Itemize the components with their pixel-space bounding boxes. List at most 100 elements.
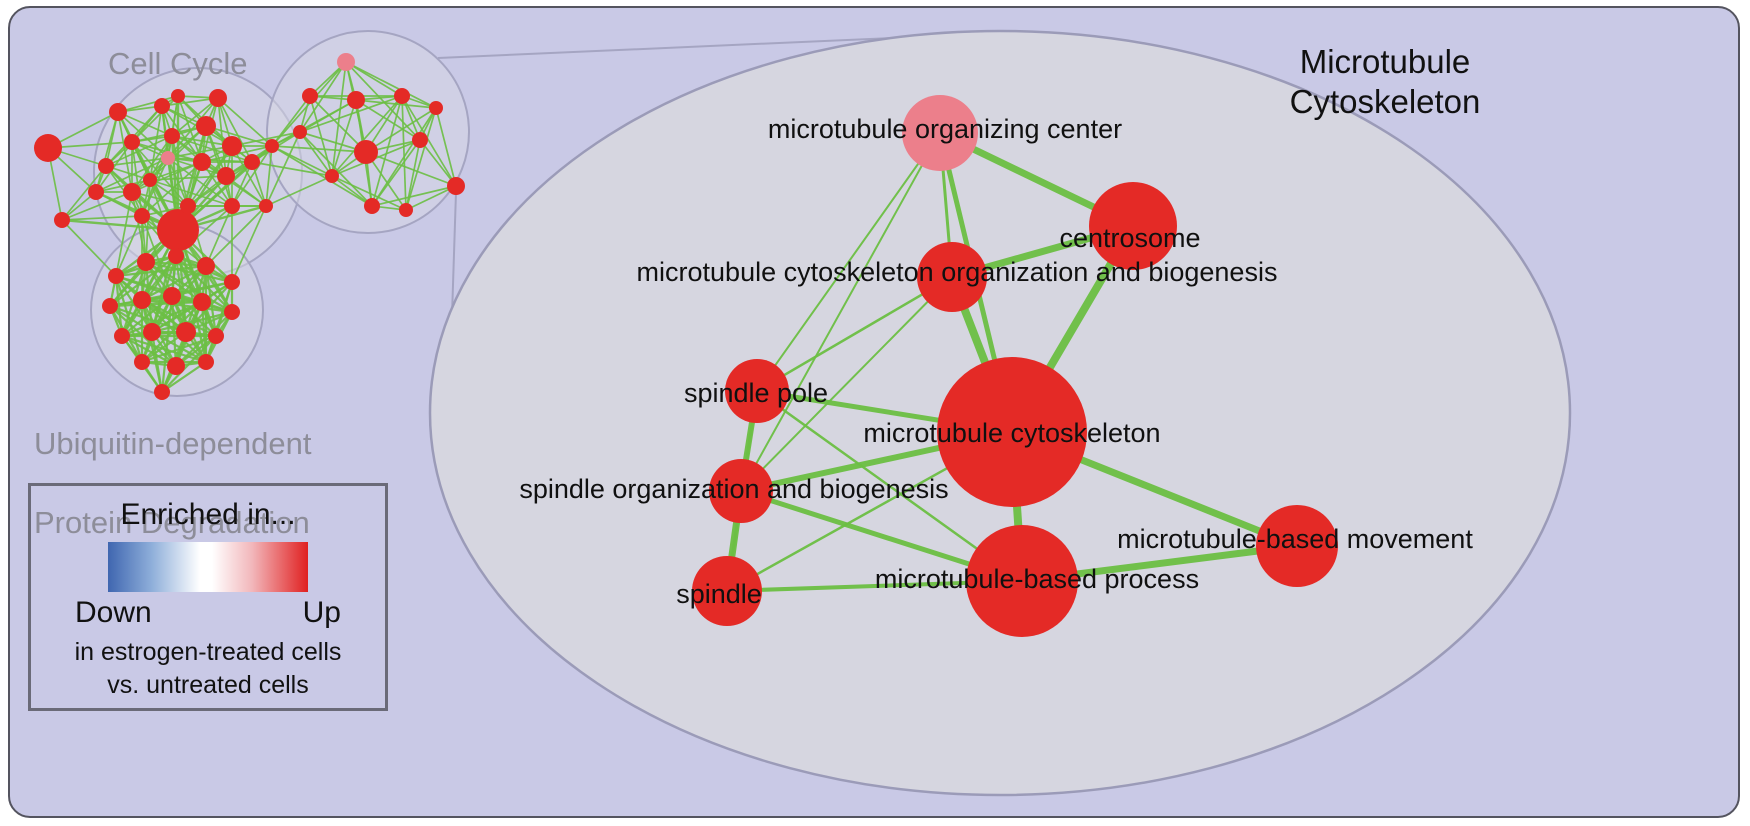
mini-edge: [231, 205, 267, 283]
mini-edge: [371, 185, 457, 207]
mini-node: [88, 184, 104, 200]
hub-node: [157, 209, 199, 251]
node-mt_movement: [1256, 505, 1338, 587]
mini-node: [354, 140, 378, 164]
mini-edge: [271, 145, 333, 177]
mini-edge: [205, 205, 267, 267]
legend-caption-line1: in estrogen-treated cells: [74, 638, 342, 666]
node-spindle_org: [709, 459, 773, 523]
mini-edge: [355, 99, 421, 141]
node-label-mt_cyto: microtubule cytoskeleton: [863, 418, 1160, 448]
ubiquitin-cluster-label-line2: Protein Degradation: [34, 505, 310, 541]
node-label-moc: microtubule organizing center: [768, 114, 1122, 144]
mini-edge: [299, 131, 373, 207]
mini-edge: [121, 295, 173, 337]
mini-node: [167, 357, 185, 375]
legend-caption: in estrogen-treated cells vs. untreated …: [31, 636, 385, 702]
mini-node: [224, 198, 240, 214]
mini-edge: [331, 95, 403, 177]
mini-node: [176, 322, 196, 342]
mini-edge: [149, 105, 163, 181]
mini-node: [168, 248, 184, 264]
mini-node: [114, 328, 130, 344]
mini-edge: [231, 145, 267, 207]
mini-edge: [95, 111, 119, 193]
edge-mco-spindle_org: [740, 276, 953, 492]
mini-node: [394, 88, 410, 104]
mini-node: [193, 293, 211, 311]
mini-node: [209, 89, 227, 107]
mini-edge: [331, 175, 373, 207]
node-label-centrosome: centrosome: [1059, 223, 1200, 253]
mini-node: [102, 298, 118, 314]
cell-cycle-cluster-label: Cell Cycle: [108, 46, 248, 81]
mini-edge: [371, 107, 437, 207]
mini-node: [364, 198, 380, 214]
mini-edge: [271, 95, 311, 147]
mini-edge: [131, 161, 203, 193]
mini-edge: [309, 95, 333, 177]
mini-edge: [167, 97, 219, 159]
mini-edge: [105, 157, 169, 167]
mini-node: [143, 323, 161, 341]
mini-edge: [47, 141, 133, 149]
mini-edge: [217, 97, 273, 147]
mini-edge: [365, 151, 457, 187]
mini-edge: [271, 145, 373, 207]
microtubule-title-line2: Cytoskeleton: [1289, 83, 1481, 121]
mini-node: [164, 128, 180, 144]
mini-node: [98, 158, 114, 174]
mini-node: [399, 203, 413, 217]
mini-node: [133, 291, 151, 309]
mini-edge: [331, 99, 357, 177]
mini-edge: [117, 95, 179, 113]
mini-node: [197, 257, 215, 275]
mini-edge: [231, 145, 273, 207]
mini-node: [208, 328, 224, 344]
mini-node: [163, 287, 181, 305]
legend-caption-line2: vs. untreated cells: [107, 671, 309, 699]
mini-node: [337, 53, 355, 71]
node-label-spindle: spindle: [676, 579, 762, 609]
legend-box: Enriched in... Down Up in estrogen-treat…: [28, 483, 388, 711]
mini-node: [54, 212, 70, 228]
mini-node: [198, 354, 214, 370]
mini-node: [154, 98, 170, 114]
mini-edge: [365, 107, 437, 153]
mini-edge: [171, 135, 189, 207]
mini-edge: [204, 265, 218, 337]
mini-edge: [217, 97, 227, 177]
mini-edge: [331, 175, 407, 211]
mini-edge: [109, 255, 177, 307]
mini-edge: [141, 334, 217, 364]
microtubule-cytoskeleton-title: Microtubule Cytoskeleton: [1255, 42, 1515, 123]
mini-node: [109, 103, 127, 121]
mini-edge: [115, 191, 133, 277]
mini-node: [134, 208, 150, 224]
mini-node: [325, 169, 339, 183]
mini-node: [193, 153, 211, 171]
legend-title: Enriched in...: [120, 498, 296, 531]
mini-edge: [131, 95, 179, 143]
mini-edge: [61, 191, 133, 221]
mini-node: [196, 116, 216, 136]
mini-node: [265, 139, 279, 153]
mini-node: [412, 132, 428, 148]
node-mco: [917, 242, 987, 312]
mini-node: [180, 198, 196, 214]
mini-node: [224, 304, 240, 320]
legend-endpoint-labels: Down Up: [75, 596, 341, 630]
edge-mco-spindle_pole: [755, 275, 954, 393]
mini-edge: [95, 157, 169, 193]
node-centrosome: [1089, 182, 1177, 270]
mini-edge: [435, 107, 457, 187]
ubiquitin-cluster-label-line1: Ubiquitin-dependent: [34, 425, 312, 461]
mini-node: [143, 173, 157, 187]
mini-edge: [61, 219, 117, 277]
mini-edge: [200, 301, 208, 363]
mini-edge: [161, 361, 207, 393]
mini-node: [134, 354, 150, 370]
mini-node: [447, 177, 465, 195]
